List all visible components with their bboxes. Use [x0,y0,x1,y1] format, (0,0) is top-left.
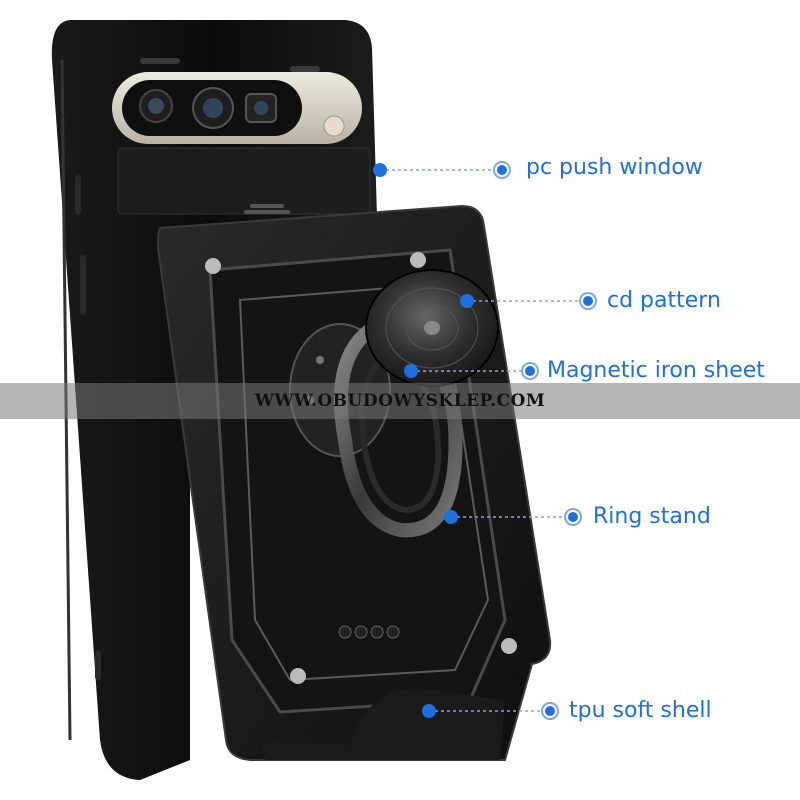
callout-magnetic-iron-sheet [404,362,539,380]
camera-lens-icon [139,87,277,129]
pc-push-window [117,147,371,215]
label-magnetic-iron-sheet: Magnetic iron sheet [547,358,765,383]
label-ring-stand: Ring stand [593,504,711,529]
camera-bar [112,72,362,144]
callout-pc-push-window [373,161,511,179]
label-pc-push-window: pc push window [526,155,703,180]
callout-cd-pattern [460,292,597,310]
watermark-band [0,383,800,419]
cd-pattern-disc [365,269,499,387]
watermark: WWW.OBUDOWYSKLEP.COM [254,391,546,411]
label-cd-pattern: cd pattern [607,288,721,313]
vent-holes [338,625,400,639]
label-tpu-soft-shell: tpu soft shell [569,698,712,723]
callout-ring-stand [444,508,582,526]
callout-tpu-soft-shell [422,702,559,720]
